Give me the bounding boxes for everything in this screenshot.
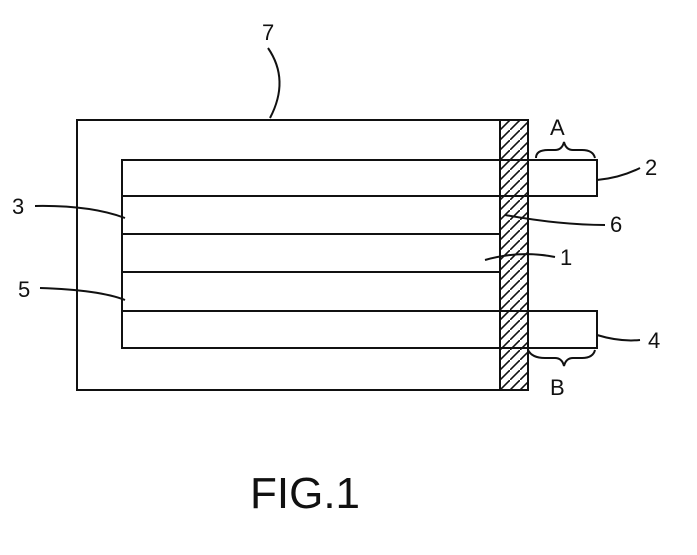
brace-a: [535, 141, 596, 159]
leader-2: [596, 167, 641, 181]
brace-b: [527, 349, 596, 367]
leader-6: [504, 214, 606, 226]
label-a: A: [550, 115, 565, 140]
leader-5: [39, 287, 126, 301]
label-5: 5: [18, 277, 30, 302]
label-b: B: [550, 375, 565, 400]
body-cavity: [122, 160, 500, 348]
bottom-electrode-hatch: [121, 310, 598, 349]
leader-3: [34, 204, 126, 219]
label-2: 2: [645, 155, 657, 180]
leader-7: [267, 47, 281, 119]
label-1: 1: [560, 245, 572, 270]
label-6: 6: [610, 212, 622, 237]
leader-4: [596, 334, 641, 342]
label-7: 7: [262, 20, 274, 45]
figure-caption: FIG.1: [250, 469, 360, 518]
label-4: 4: [648, 328, 660, 353]
label-3: 3: [12, 194, 24, 219]
leader-1: [484, 253, 556, 261]
